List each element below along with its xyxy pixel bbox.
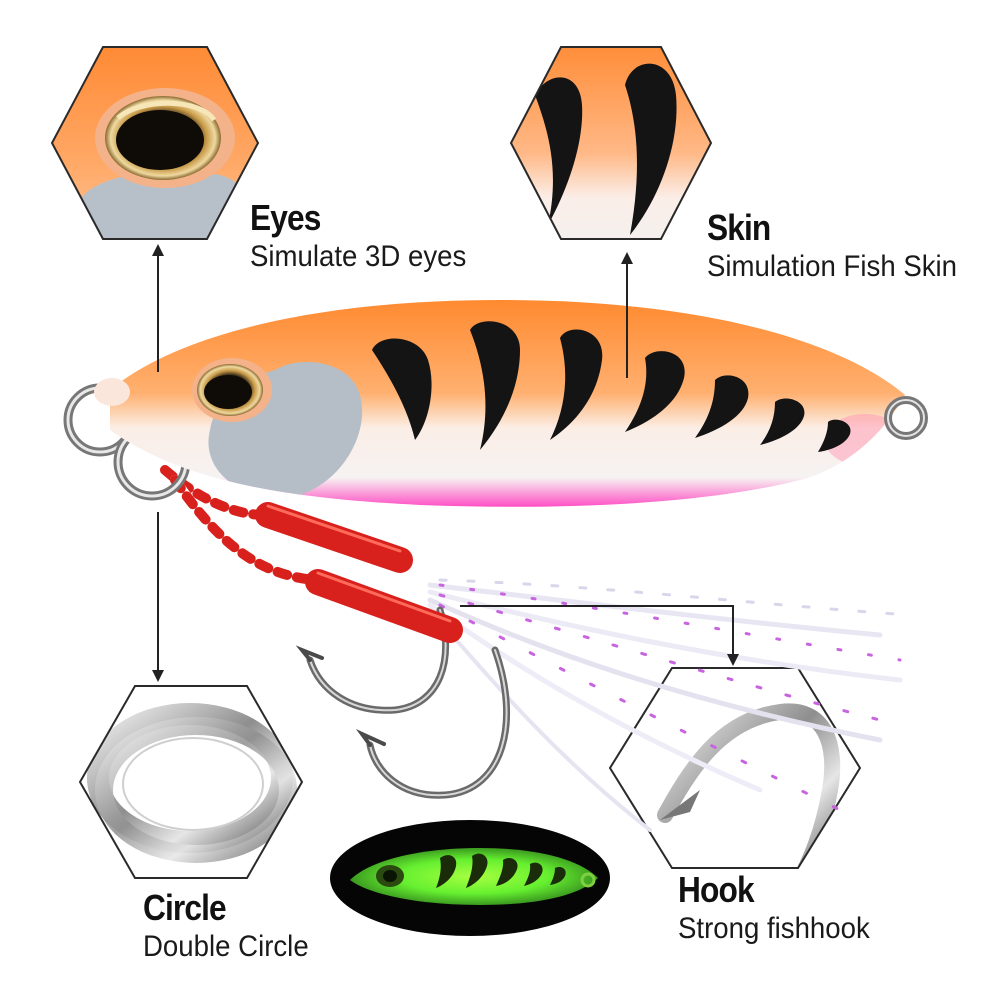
pointer-lines (152, 244, 739, 682)
feature-title-eyes: Eyes (250, 197, 321, 238)
feature-subtitle-eyes: Simulate 3D eyes (250, 240, 467, 273)
feature-title-skin: Skin (707, 207, 771, 248)
feature-label-hook: Hook Strong fishhook (678, 872, 886, 944)
lure-body (94, 300, 928, 507)
feature-label-skin: Skin Simulation Fish Skin (707, 210, 979, 282)
feature-title-hook: Hook (678, 869, 755, 910)
feature-label-eyes: Eyes Simulate 3D eyes (250, 200, 485, 272)
eye-detail-icon (50, 46, 260, 240)
feature-label-circle: Circle Double Circle (143, 890, 323, 962)
assist-hooks (295, 606, 510, 799)
skin-detail-icon (509, 46, 713, 240)
feature-subtitle-circle: Double Circle (143, 930, 309, 963)
feature-subtitle-hook: Strong fishhook (678, 912, 870, 945)
hook-detail-icon (608, 667, 862, 869)
split-ring-icon (78, 685, 304, 879)
braided-line (160, 465, 463, 643)
glow-lure-icon (330, 820, 610, 936)
feature-title-circle: Circle (143, 887, 227, 928)
feature-subtitle-skin: Simulation Fish Skin (707, 250, 958, 283)
